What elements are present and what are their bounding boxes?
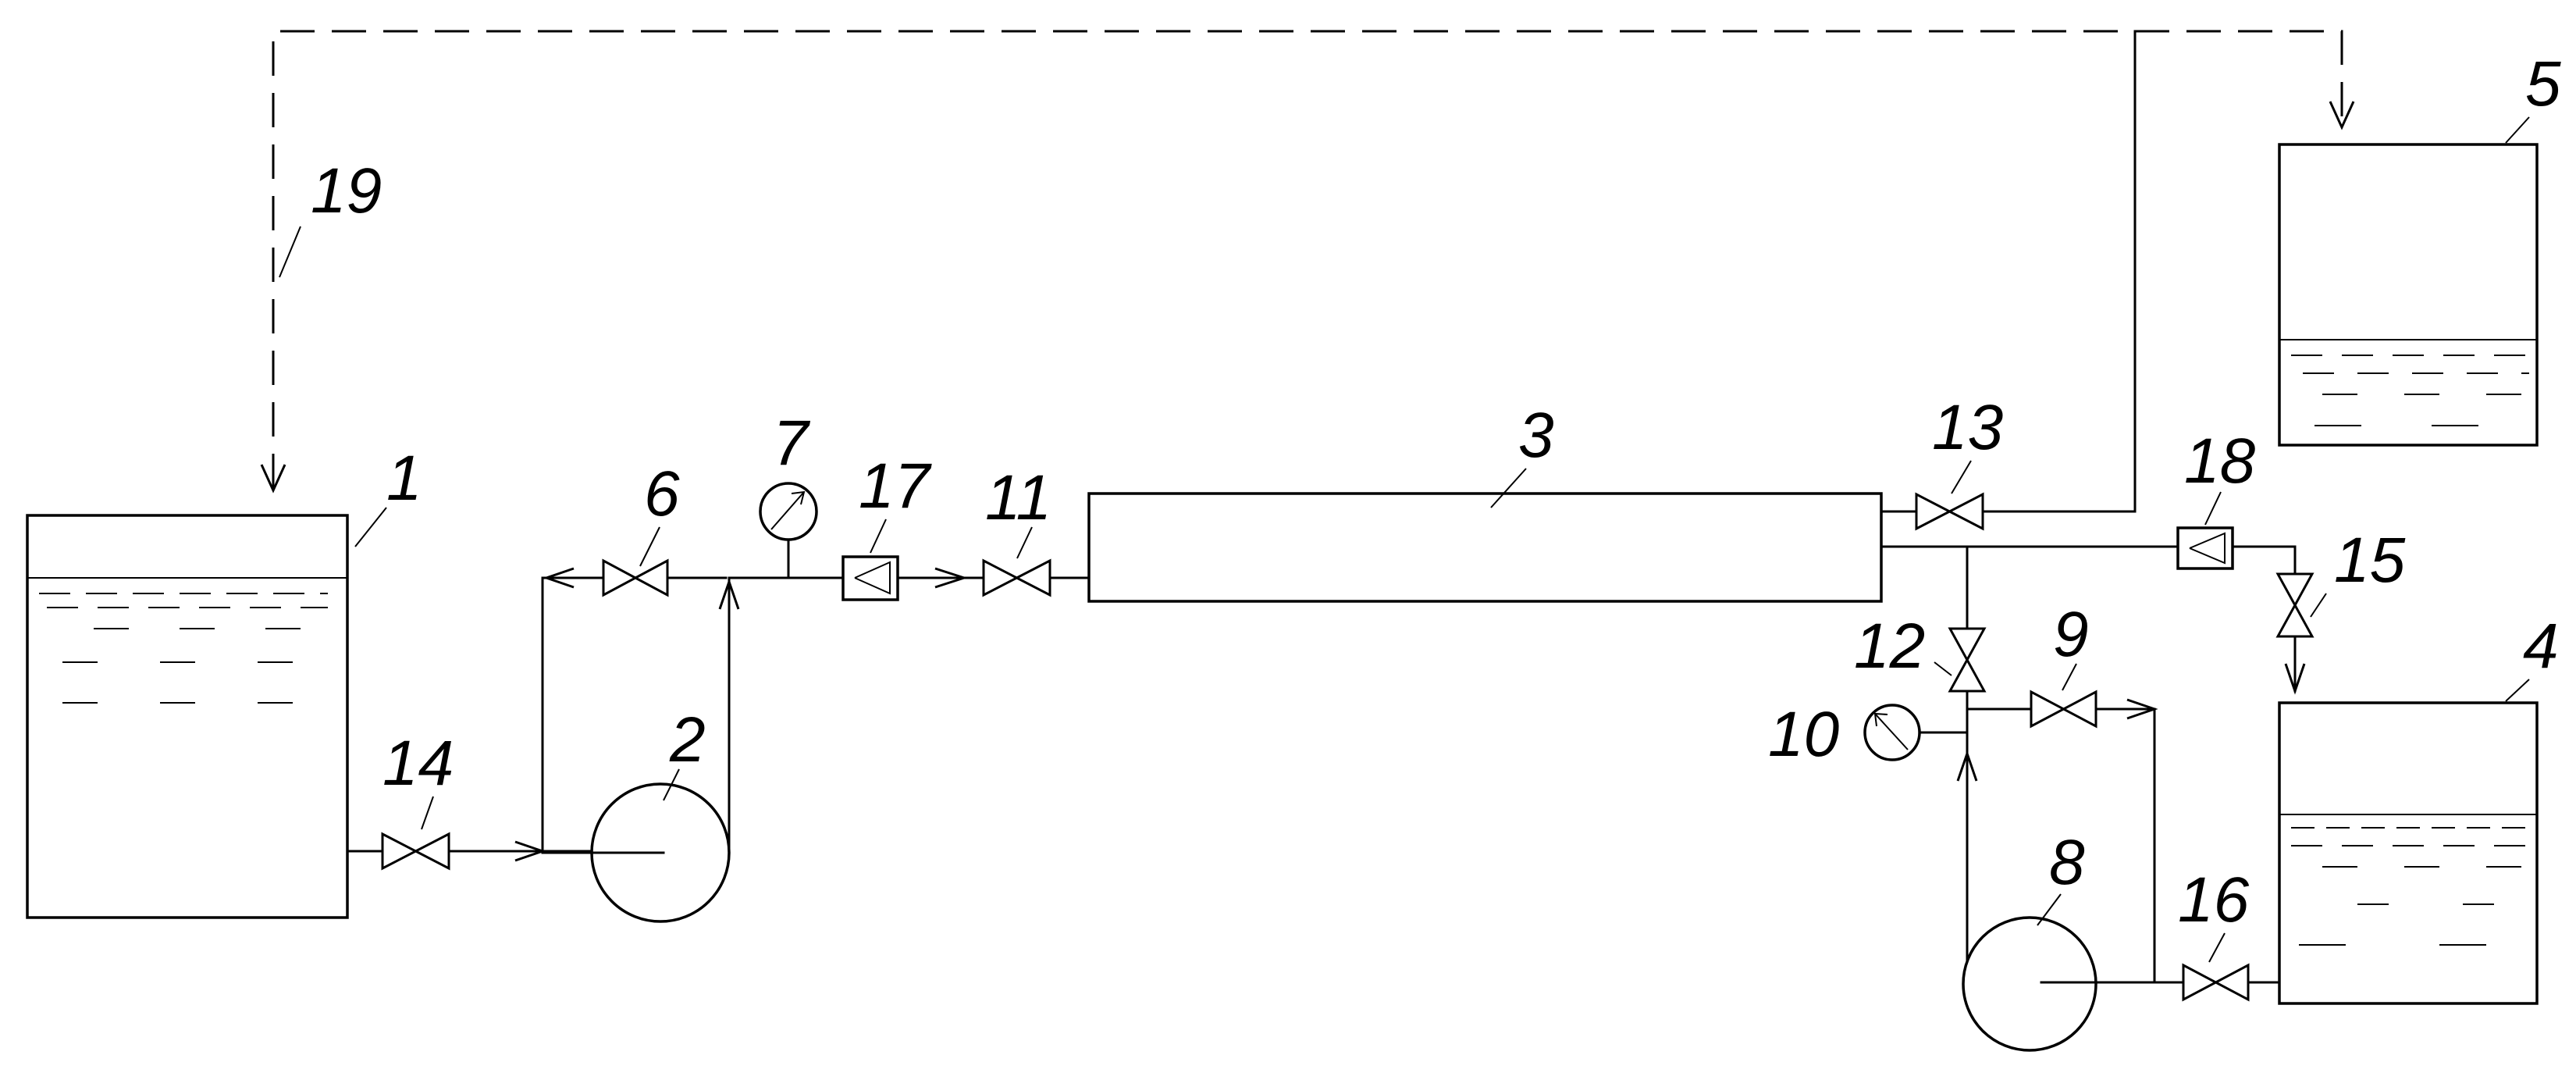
label-12: 12 xyxy=(1854,611,1925,682)
flowmeter-18 xyxy=(2176,526,2234,570)
arrow-down-to-vessel-4 xyxy=(2284,663,2306,695)
pump-2 xyxy=(541,782,731,923)
arrow-recirculation xyxy=(2126,698,2158,720)
label-19: 19 xyxy=(311,155,382,226)
pressure-gauge-10 xyxy=(1863,704,1969,761)
vessel-1 xyxy=(26,514,349,919)
label-8: 8 xyxy=(2049,827,2085,898)
label-17: 17 xyxy=(859,451,933,522)
label-13: 13 xyxy=(1932,392,2003,463)
pressure-gauge-7 xyxy=(759,482,818,579)
valve-15 xyxy=(2275,572,2314,638)
valve-12 xyxy=(1948,627,1987,693)
arrow-down-to-vessel-1 xyxy=(260,464,286,494)
label-7: 7 xyxy=(773,408,811,479)
label-2: 2 xyxy=(669,704,706,775)
valve-13 xyxy=(1915,492,1984,531)
label-4: 4 xyxy=(2523,611,2559,682)
valve-9 xyxy=(2030,690,2097,729)
dashed-return-line xyxy=(260,30,2355,513)
arrow-pump-8-discharge xyxy=(1956,750,1978,782)
label-6: 6 xyxy=(644,458,680,529)
label-16: 16 xyxy=(2178,864,2250,936)
label-11: 11 xyxy=(985,462,1051,533)
label-1: 1 xyxy=(386,443,422,514)
arrow-down-to-vessel-5 xyxy=(2329,101,2355,130)
label-10: 10 xyxy=(1768,699,1839,770)
valve-14 xyxy=(381,832,450,871)
vessel-5 xyxy=(2278,143,2539,447)
flowmeter-17 xyxy=(841,555,899,601)
label-5: 5 xyxy=(2525,48,2561,119)
arrow-pump-2-discharge xyxy=(718,578,740,610)
label-15: 15 xyxy=(2334,525,2406,596)
label-3: 3 xyxy=(1518,400,1554,471)
label-9: 9 xyxy=(2053,599,2089,670)
valve-11 xyxy=(982,558,1051,597)
label-14: 14 xyxy=(382,728,454,799)
valve-16 xyxy=(2182,963,2250,1002)
membrane-module-3 xyxy=(1087,492,1883,603)
arrow-bypass-left xyxy=(543,567,575,589)
leader-lines xyxy=(279,116,2530,963)
label-18: 18 xyxy=(2184,426,2256,497)
valve-6 xyxy=(602,558,669,597)
arrow-to-valve-11 xyxy=(934,567,968,589)
vessel-4 xyxy=(2278,701,2539,1005)
